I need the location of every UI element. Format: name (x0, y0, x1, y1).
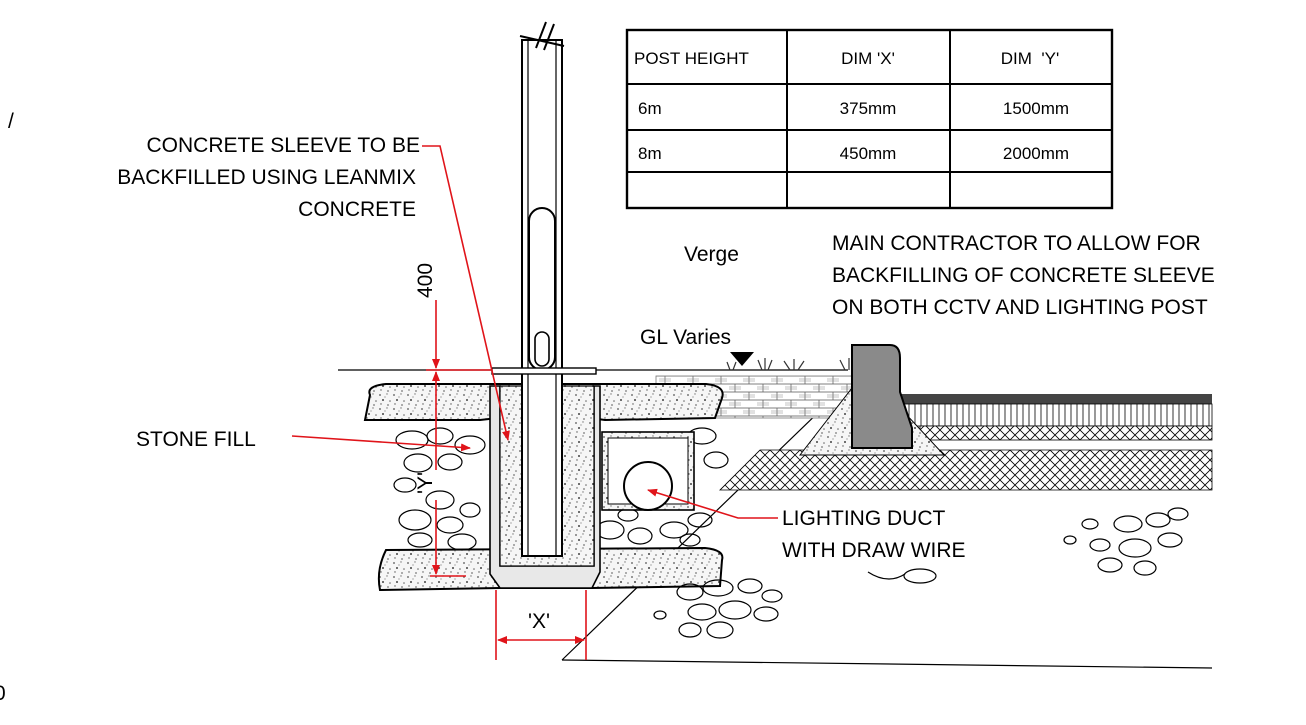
post-door-slot (534, 331, 550, 367)
sleeve-leader-line (422, 145, 510, 441)
sleeve-label-line-1: CONCRETE SLEEVE TO BE (147, 134, 420, 157)
embankment-slope-line (561, 375, 857, 661)
dimension-x: 'X' (495, 590, 587, 660)
table-header-dim-y: DIM 'Y' (1001, 49, 1059, 68)
table-cell-row1-height: 6m (638, 99, 662, 118)
table-cell-row2-x: 450mm (840, 144, 897, 163)
grass-tufts (726, 358, 859, 371)
dimension-table: POST HEIGHT DIM 'X' DIM 'Y' 6m 375mm 150… (625, 28, 1114, 210)
dim-400-label: 400 (414, 263, 437, 298)
dim-y-label: 'Y' (414, 472, 437, 494)
duct-leader-line (647, 488, 778, 519)
sleeve-callout: CONCRETE SLEEVE TO BE BACKFILLED USING L… (117, 134, 420, 221)
dim-x-label: 'X' (528, 610, 550, 633)
sub-base-layer (719, 449, 1213, 491)
contractor-note: MAIN CONTRACTOR TO ALLOW FOR BACKFILLING… (832, 232, 1215, 319)
sleeve-label-line-2: BACKFILLED USING LEANMIX (117, 166, 416, 189)
lighting-duct-pipe (623, 461, 673, 511)
kerb-stone (851, 344, 913, 449)
table-cell-row2-height: 8m (638, 144, 662, 163)
table-header-post-height: POST HEIGHT (634, 49, 749, 68)
note-line-2: BACKFILLING OF CONCRETE SLEEVE (832, 264, 1215, 287)
road-surface-layer (900, 394, 1212, 404)
gl-level-marker (730, 352, 754, 366)
dimension-y: 'Y' (414, 371, 466, 577)
sub-soil-stones (653, 507, 1189, 639)
duct-label-line-1: LIGHTING DUCT (782, 507, 946, 530)
edge-character: 0 (0, 682, 6, 705)
gl-varies-label: GL Varies (640, 326, 731, 349)
note-line-1: MAIN CONTRACTOR TO ALLOW FOR (832, 232, 1201, 255)
stone-fill-label: STONE FILL (136, 428, 256, 451)
break-line-symbol (535, 21, 555, 51)
table-frame (625, 28, 1114, 210)
sleeve-label-line-3: CONCRETE (298, 198, 416, 221)
verge-label: Verge (684, 243, 739, 266)
table-cell-row1-x: 375mm (840, 99, 897, 118)
duct-label-line-2: WITH DRAW WIRE (782, 539, 966, 562)
note-line-3: ON BOTH CCTV AND LIGHTING POST (832, 296, 1208, 319)
base-plate (491, 367, 597, 375)
table-cell-row2-y: 2000mm (1003, 144, 1069, 163)
road-layers (719, 394, 1213, 491)
lighting-post (519, 21, 565, 557)
bottom-trench-line (561, 659, 1213, 669)
road-base-layer (919, 425, 1213, 441)
stone-fill-leader-line (291, 435, 471, 452)
table-header-dim-x: DIM 'X' (841, 49, 895, 68)
dimension-400: 400 (414, 263, 492, 371)
table-cell-row1-y: 1500mm (1003, 99, 1069, 118)
edge-slash: / (8, 110, 14, 133)
road-binder-layer (899, 403, 1213, 427)
